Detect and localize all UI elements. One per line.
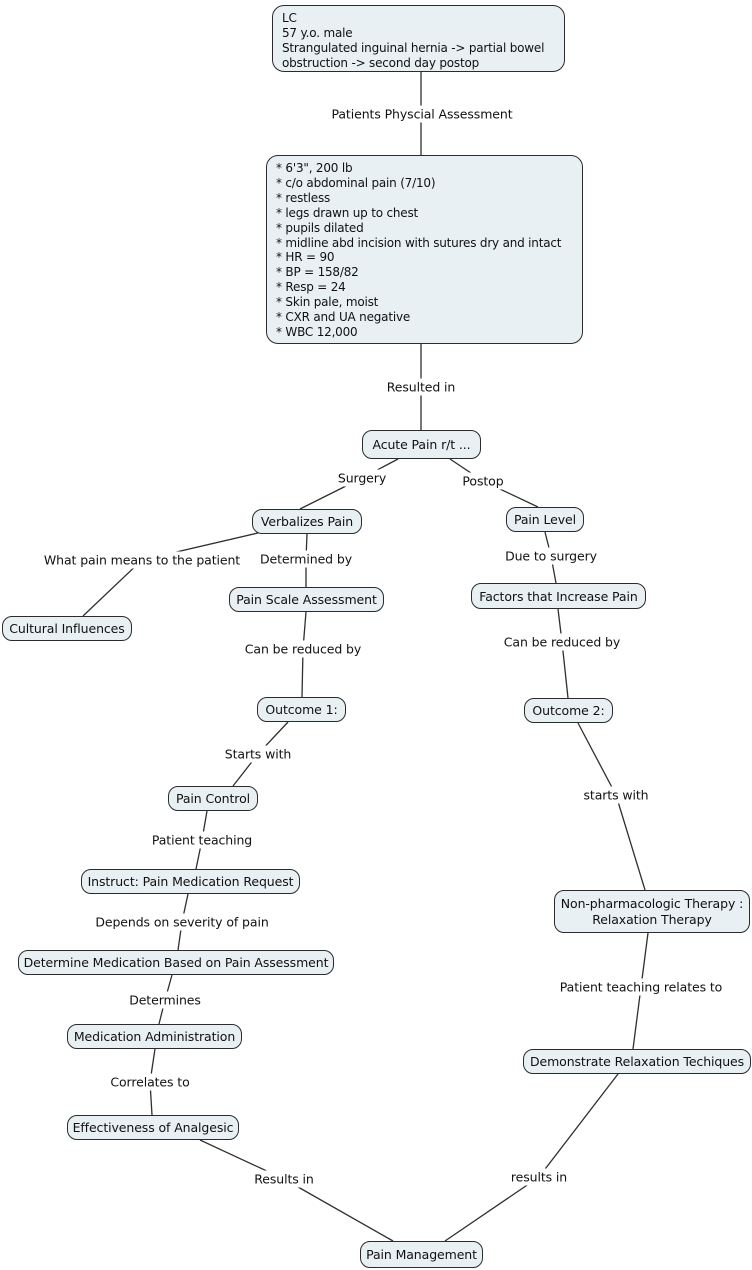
edge-label-correlates-to: Correlates to (107, 1073, 193, 1091)
node-medication-administration[interactable]: Medication Administration (67, 1024, 242, 1049)
edge-label-postop: Postop (459, 472, 507, 490)
node-pain-control[interactable]: Pain Control (168, 786, 258, 811)
edge-label-starts-with-left: Starts with (221, 745, 295, 763)
edge-label-results-in-right: results in (507, 1168, 571, 1186)
edge-label-patient-teaching-relates-to: Patient teaching relates to (556, 978, 726, 996)
edge-label-depends-on-severity: Depends on severity of pain (92, 913, 272, 931)
node-pain-scale-assessment[interactable]: Pain Scale Assessment (229, 587, 384, 612)
node-non-pharmacologic-therapy[interactable]: Non-pharmacologic Therapy : Relaxation T… (554, 890, 750, 933)
node-verbalizes-pain[interactable]: Verbalizes Pain (252, 509, 362, 534)
node-demonstrate-relaxation-techniques[interactable]: Demonstrate Relaxation Techiques (523, 1049, 751, 1074)
node-acute-pain[interactable]: Acute Pain r/t ... (362, 430, 481, 459)
node-factors-that-increase-pain[interactable]: Factors that Increase Pain (471, 583, 646, 609)
edge-label-patients-physical-assessment: Patients Physcial Assessment (328, 105, 516, 123)
edge-label-determines: Determines (126, 991, 204, 1009)
node-pain-level[interactable]: Pain Level (506, 507, 584, 532)
node-physical-assessment-findings[interactable]: * 6'3", 200 lb * c/o abdominal pain (7/1… (266, 155, 583, 344)
edge-outcome2-to-nonpharm (577, 722, 646, 891)
node-outcome-1[interactable]: Outcome 1: (257, 697, 346, 722)
edge-label-what-pain-means: What pain means to the patient (40, 551, 244, 569)
edge-label-determined-by: Determined by (256, 550, 356, 568)
edge-label-due-to-surgery: Due to surgery (502, 547, 600, 565)
edge-label-surgery: Surgery (334, 469, 390, 487)
edge-label-results-in-left: Results in (251, 1170, 317, 1188)
edge-factors-to-outcome2 (557, 608, 569, 699)
node-case-summary[interactable]: LC 57 y.o. male Strangulated inguinal he… (272, 5, 565, 72)
node-outcome-2[interactable]: Outcome 2: (524, 698, 613, 723)
edge-label-can-be-reduced-by-right: Can be reduced by (500, 633, 624, 651)
edge-label-starts-with-right: starts with (580, 786, 652, 804)
node-instruct-pain-medication-request[interactable]: Instruct: Pain Medication Request (81, 869, 300, 894)
edge-label-can-be-reduced-by-left: Can be reduced by (241, 640, 365, 658)
node-effectiveness-of-analgesic[interactable]: Effectiveness of Analgesic (67, 1115, 239, 1140)
node-pain-management[interactable]: Pain Management (360, 1241, 483, 1268)
edge-demonstrate-to-pain-mgmt (444, 1073, 619, 1242)
node-cultural-influences[interactable]: Cultural Influences (2, 616, 132, 641)
edge-label-resulted-in: Resulted in (383, 378, 459, 396)
node-determine-medication[interactable]: Determine Medication Based on Pain Asses… (18, 950, 334, 975)
edge-effectiveness-to-pain-mgmt (199, 1139, 394, 1242)
edge-label-patient-teaching: Patient teaching (148, 831, 256, 849)
